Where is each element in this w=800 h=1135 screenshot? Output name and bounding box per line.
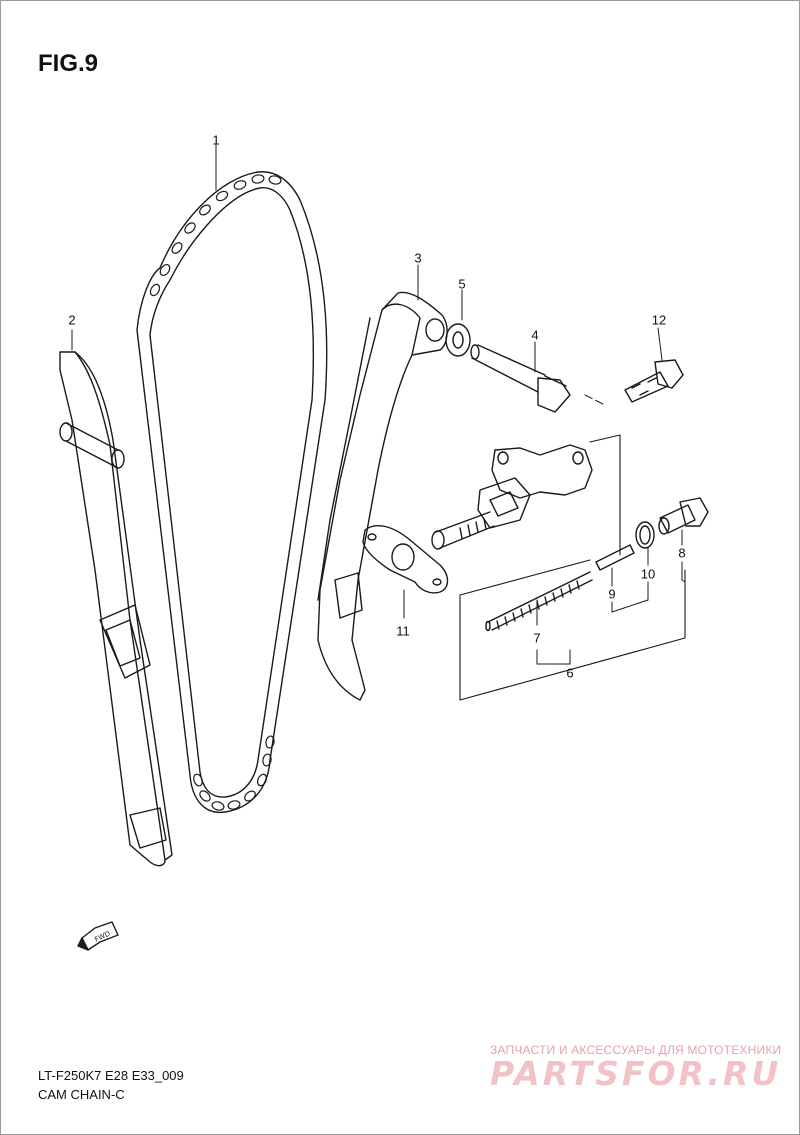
cam-chain — [136, 144, 328, 814]
o-ring — [635, 521, 655, 601]
callout-6: 6 — [566, 665, 574, 681]
callout-5: 5 — [458, 276, 466, 292]
callout-2: 2 — [68, 312, 76, 328]
callout-1: 1 — [212, 132, 220, 148]
gasket — [362, 524, 449, 619]
callout-10: 10 — [640, 566, 656, 582]
diagram-name: CAM CHAIN-C — [38, 1087, 125, 1102]
tensioner-assembly — [431, 434, 686, 701]
watermark-tagline: ЗАПЧАСТИ И АКСЕССУАРЫ ДЛЯ МОТОТЕХНИКИ — [490, 1043, 782, 1057]
callout-4: 4 — [531, 327, 539, 343]
push-rod — [595, 544, 649, 613]
diagram-code: LT-F250K7 E28 E33_009 — [38, 1068, 184, 1083]
callout-12: 12 — [651, 312, 667, 328]
chain-guide — [59, 329, 173, 867]
fwd-arrow-icon: FWD — [77, 921, 119, 951]
callout-3: 3 — [414, 250, 422, 266]
callout-9: 9 — [608, 586, 616, 602]
callout-11: 11 — [396, 623, 410, 639]
pivot-bolt — [470, 341, 571, 413]
callout-8: 8 — [678, 545, 686, 561]
callout-7: 7 — [533, 630, 541, 646]
washer — [445, 289, 471, 357]
watermark-brand: PARTSFOR.RU — [490, 1054, 782, 1093]
tensioner-arm — [317, 264, 448, 701]
spring — [485, 571, 593, 665]
tensioner-bolt — [624, 327, 684, 403]
cap-bolt — [658, 497, 709, 583]
figure-title: FIG.9 — [38, 50, 99, 77]
